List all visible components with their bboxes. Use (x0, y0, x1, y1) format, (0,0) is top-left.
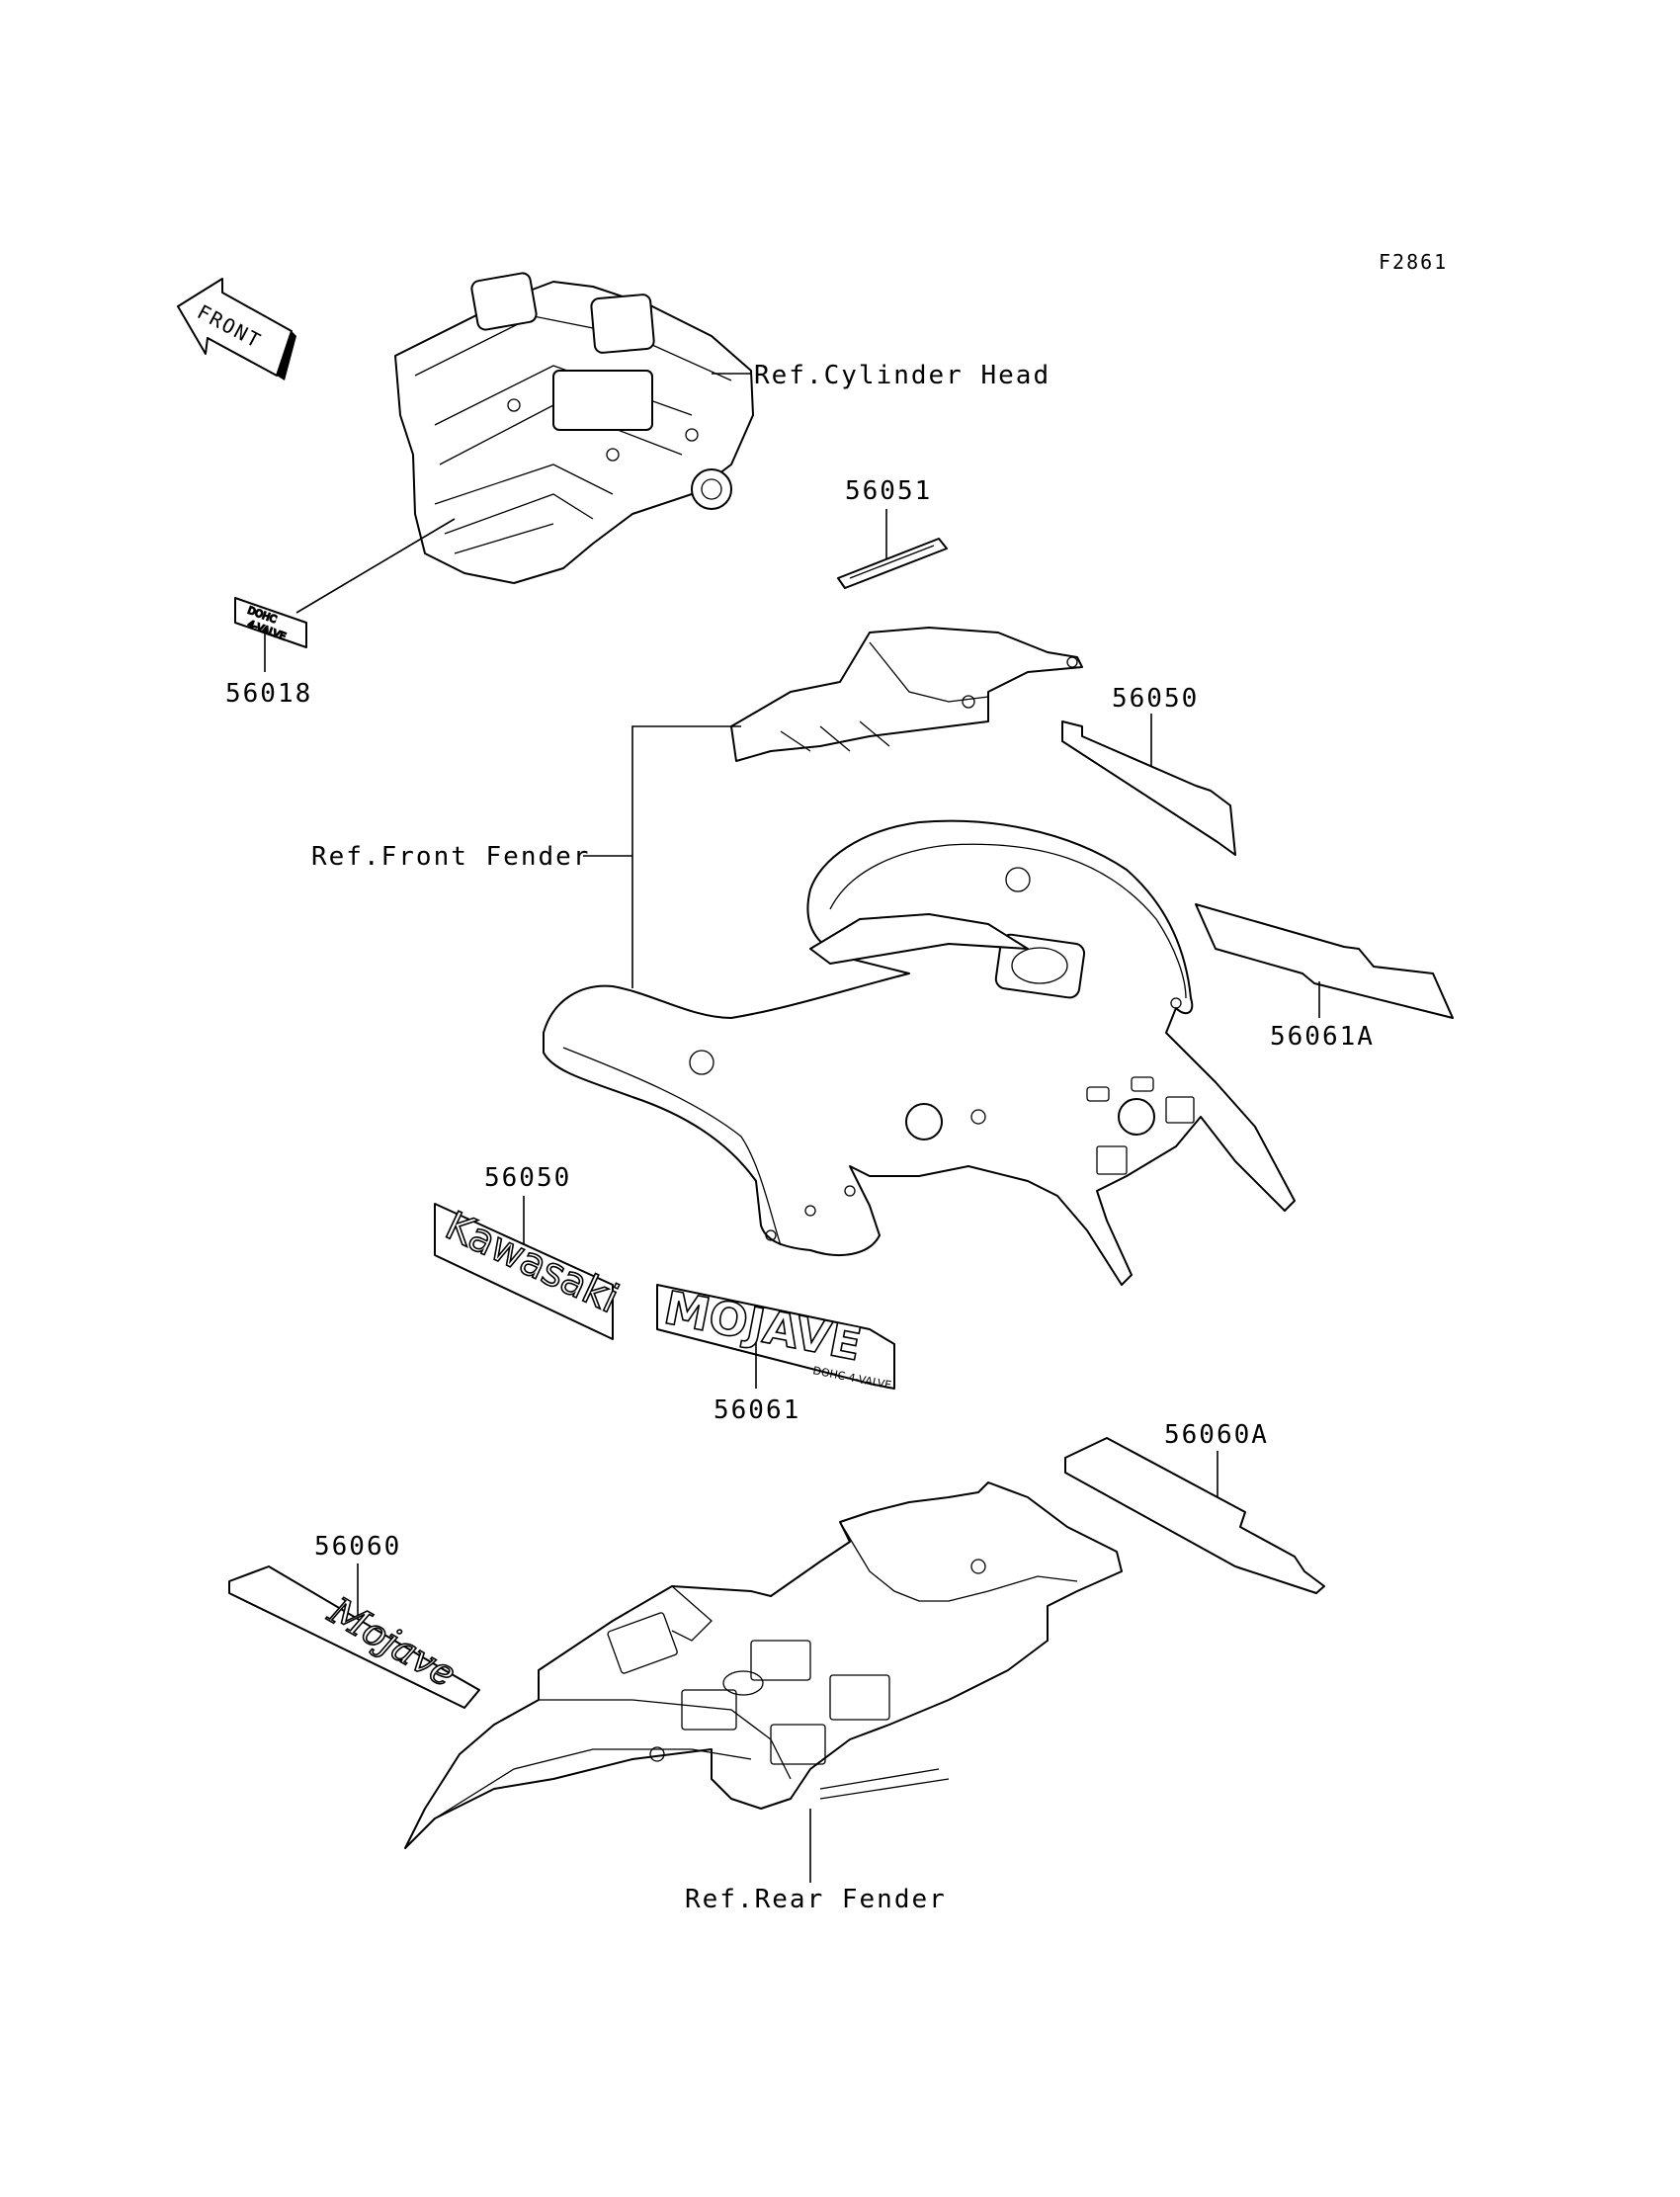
part-56050-upper: 56050 (1112, 684, 1199, 714)
front-arrow-icon: FRONT (177, 278, 296, 380)
part-56060A: 56060A (1164, 1420, 1269, 1450)
decal-56060A (1064, 1437, 1325, 1594)
part-56051: 56051 (845, 476, 932, 506)
part-56061A: 56061A (1270, 1022, 1375, 1052)
ref-cylinder-head: Ref.Cylinder Head (754, 361, 1050, 390)
decal-56061-mojave: MOJAVE DOHC 4-VALVE (656, 1280, 895, 1392)
decal-56060: Mojave (228, 1565, 480, 1709)
svg-text:MOJAVE: MOJAVE (660, 1281, 866, 1371)
part-56061: 56061 (714, 1395, 800, 1425)
decal-56050-kawasaki: Kawasaki (434, 1203, 626, 1340)
part-56050-lower: 56050 (484, 1163, 571, 1193)
decal-56051 (837, 538, 948, 589)
front-fender (543, 819, 1296, 1286)
part-56018: 56018 (225, 679, 312, 709)
front-fender-upper-part (730, 627, 1083, 762)
rear-fender (404, 1481, 1123, 1849)
leader-56018 (295, 518, 456, 614)
ref-front-fender: Ref.Front Fender (311, 842, 590, 872)
decal-56018: DOHC 4-VALVE (234, 597, 307, 648)
ref-rear-fender: Ref.Rear Fender (685, 1885, 947, 1914)
part-56060: 56060 (314, 1532, 401, 1562)
figure-id: F2861 (1379, 250, 1448, 274)
decal-56061A (1195, 903, 1454, 1019)
cylinder-head (394, 272, 754, 584)
decal-56050-upper (1061, 720, 1236, 856)
